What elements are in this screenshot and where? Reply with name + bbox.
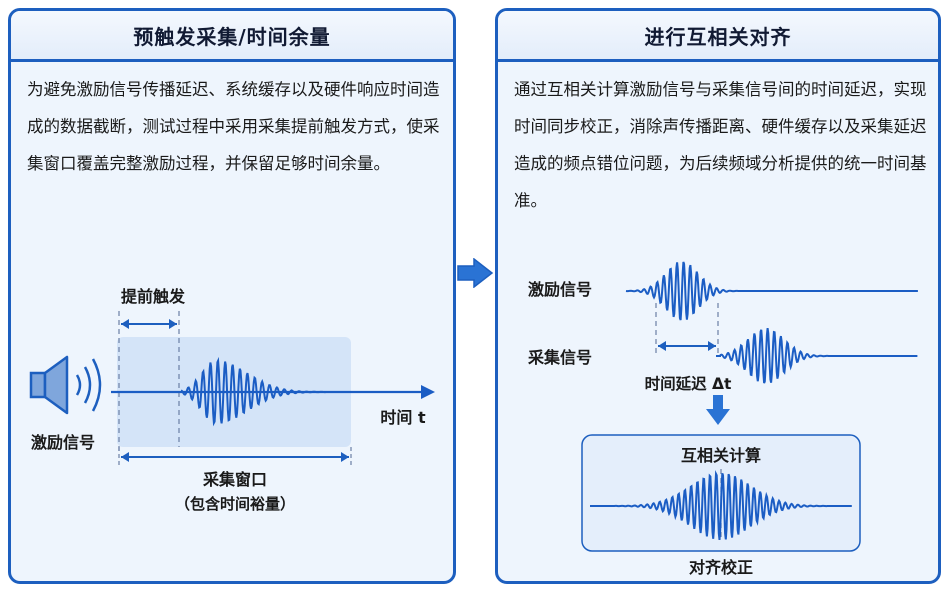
right-panel: 进行互相关对齐 通过互相关计算激励信号与采集信号间的时间延迟，实现时间同步校正，… <box>495 8 941 584</box>
pretrigger-arrow-left-head <box>121 319 129 329</box>
left-panel: 预触发采集/时间余量 为避免激励信号传播延迟、系统缓存以及硬件响应时间造成的数据… <box>8 8 456 584</box>
left-panel-title: 预触发采集/时间余量 <box>11 11 453 62</box>
down-arrow-icon <box>706 395 730 425</box>
source-label: 激励信号 <box>31 433 95 452</box>
pretrigger-diagram: 提前触发 激励信号 时间 t 采集窗口 （包含时间裕量） <box>29 287 435 513</box>
xcorr-diagram: 激励信号 采集信号 时间延迟 Δt 互相关计算 对齐校正 <box>527 261 918 577</box>
excitation-waveform <box>180 356 351 427</box>
left-panel-body: 为避免激励信号传播延迟、系统缓存以及硬件响应时间造成的数据截断，测试过程中采用采… <box>27 80 440 173</box>
delay-arrow-left-head <box>658 341 666 351</box>
window-span-left-head <box>121 452 129 462</box>
xcorr-waveform <box>590 469 852 541</box>
right-panel-body: 通过互相关计算激励信号与采集信号间的时间延迟，实现时间同步校正，消除声传播距离、… <box>514 80 927 210</box>
speaker-icon <box>29 355 102 415</box>
pretrigger-label: 提前触发 <box>121 287 186 306</box>
acquired-signal-label: 采集信号 <box>527 348 592 367</box>
window-span-right-head <box>341 452 349 462</box>
xcorr-title: 互相关计算 <box>681 446 761 465</box>
delay-label: 时间延迟 Δt <box>645 374 732 393</box>
window-label: 采集窗口 <box>202 470 267 489</box>
excitation-signal-label: 激励信号 <box>528 280 592 299</box>
delay-arrow-right-head <box>708 341 716 351</box>
time-axis-arrowhead <box>421 385 435 399</box>
excitation-waveform-right <box>625 261 918 321</box>
time-axis-label: 时间 t <box>380 408 426 427</box>
right-panel-title: 进行互相关对齐 <box>498 11 938 62</box>
pretrigger-arrow-right-head <box>169 319 177 329</box>
aligned-label: 对齐校正 <box>689 558 753 577</box>
acquired-waveform <box>716 327 918 384</box>
window-sublabel: （包含时间裕量） <box>175 495 295 513</box>
right-arrow-icon <box>457 258 494 288</box>
